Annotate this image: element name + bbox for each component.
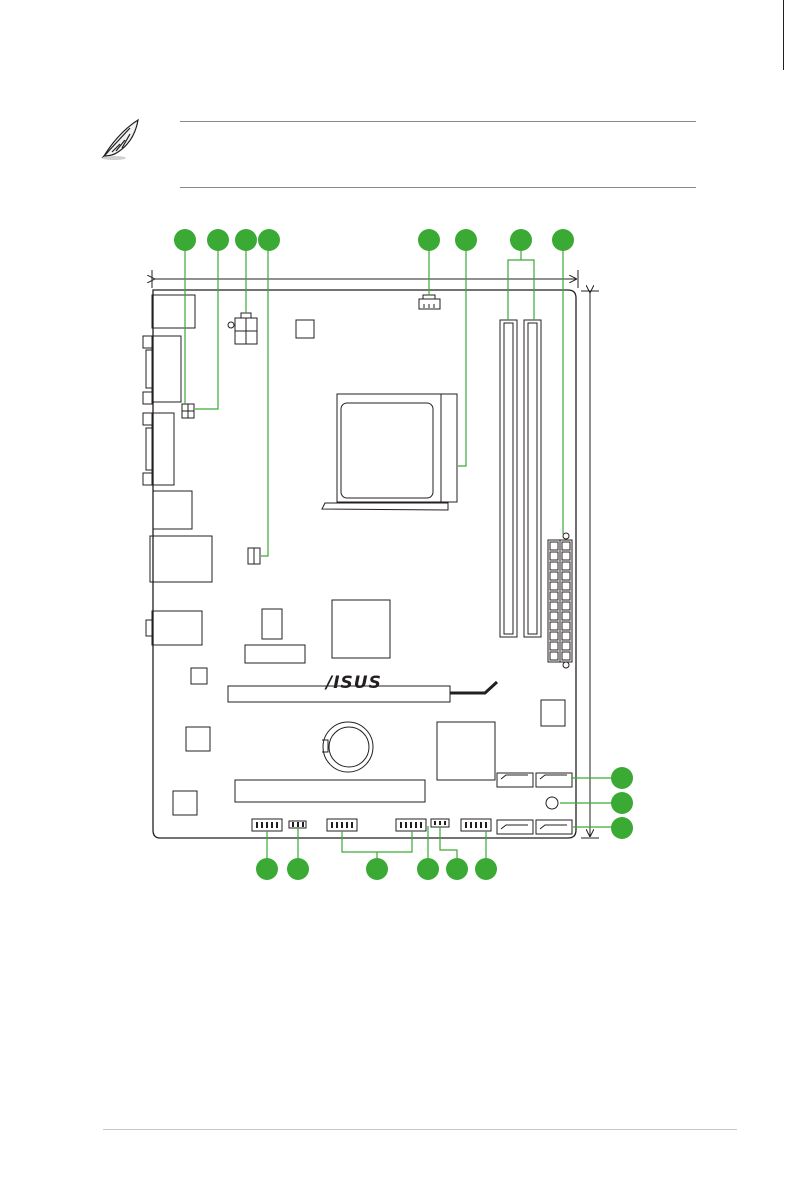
callout-bottom-3 bbox=[366, 858, 388, 880]
callout-top-5 bbox=[418, 229, 440, 251]
callout-top-7 bbox=[510, 229, 532, 251]
eatx-pin bbox=[550, 612, 558, 620]
eatx-pin bbox=[550, 572, 558, 580]
chipset bbox=[332, 600, 390, 658]
eatx-pin bbox=[562, 632, 570, 640]
eatx-pin bbox=[550, 622, 558, 630]
callout-top-8 bbox=[552, 229, 574, 251]
callout-right-3 bbox=[611, 817, 633, 839]
cmos-battery bbox=[323, 722, 373, 772]
eatx-pin bbox=[562, 652, 570, 660]
dimm-slot-b1 bbox=[524, 320, 541, 637]
sata-port-3 bbox=[497, 820, 533, 834]
callout-top-2 bbox=[207, 229, 229, 251]
southbridge bbox=[437, 722, 495, 780]
callout-top-4 bbox=[258, 229, 280, 251]
callout-bottom-6 bbox=[475, 858, 497, 880]
callout-top-6 bbox=[455, 229, 477, 251]
eatx-pin bbox=[562, 582, 570, 590]
cpu-socket bbox=[337, 394, 441, 502]
callout-bottom-4 bbox=[417, 858, 439, 880]
eatx-pin bbox=[562, 642, 570, 650]
brand-logo: /ISUS bbox=[324, 673, 382, 693]
eatx-pin bbox=[562, 622, 570, 630]
io-usb bbox=[153, 491, 192, 529]
dimm-slot-a1 bbox=[500, 320, 517, 637]
eatx-pin bbox=[550, 602, 558, 610]
callout-right-2 bbox=[611, 792, 633, 814]
io-dvi bbox=[152, 413, 174, 485]
io-lan-usb bbox=[150, 536, 212, 582]
eatx-pin bbox=[550, 542, 558, 550]
eatx-pin bbox=[550, 652, 558, 660]
eatx-pin bbox=[550, 632, 558, 640]
callout-leaders bbox=[185, 240, 622, 868]
callout-bottom-2 bbox=[287, 858, 309, 880]
eatx-pin bbox=[562, 562, 570, 570]
eatx-pin bbox=[562, 592, 570, 600]
eatx-pin bbox=[562, 572, 570, 580]
footer-rule bbox=[103, 1129, 737, 1130]
io-ps2 bbox=[152, 295, 195, 328]
callout-bottom-5 bbox=[446, 858, 468, 880]
eatx-pin bbox=[562, 612, 570, 620]
callout-top-1 bbox=[174, 229, 196, 251]
eatx-pin bbox=[562, 552, 570, 560]
eatx-pin bbox=[550, 552, 558, 560]
eatx-pin bbox=[550, 582, 558, 590]
callout-bottom-1 bbox=[256, 858, 278, 880]
callout-right-1 bbox=[611, 767, 633, 789]
eatx-pin bbox=[550, 562, 558, 570]
callout-top-3 bbox=[235, 229, 257, 251]
eatx-pin bbox=[550, 592, 558, 600]
eatx-pin bbox=[562, 602, 570, 610]
io-vga bbox=[152, 336, 181, 402]
sata-port-4 bbox=[536, 820, 572, 834]
eatx-pin bbox=[562, 542, 570, 550]
io-audio bbox=[152, 611, 202, 645]
pcie-x1-slot bbox=[235, 780, 425, 802]
eatx-pin bbox=[550, 642, 558, 650]
